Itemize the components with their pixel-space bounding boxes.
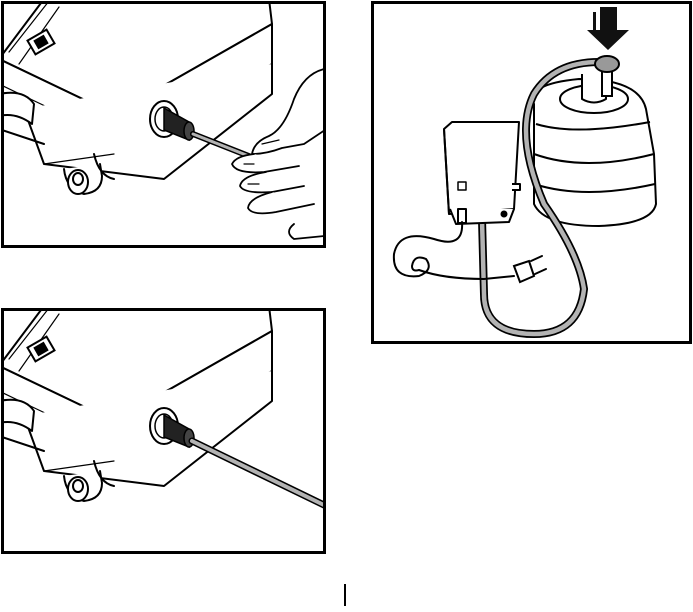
figure-pump-on-bottle (371, 1, 692, 344)
figure-tube-connected (1, 308, 326, 554)
appliance-illustration-2 (4, 311, 323, 551)
pump-bottle-illustration (374, 4, 689, 341)
power-plug-icon (514, 256, 546, 282)
water-bottle (533, 74, 656, 226)
figure-tube-insertion (1, 1, 326, 248)
power-cord (394, 222, 514, 279)
water-tube (192, 441, 323, 506)
pump-unit (444, 122, 520, 224)
appliance-illustration-1 (4, 4, 323, 245)
down-arrow-icon (587, 7, 629, 50)
page-center-mark (344, 584, 346, 606)
